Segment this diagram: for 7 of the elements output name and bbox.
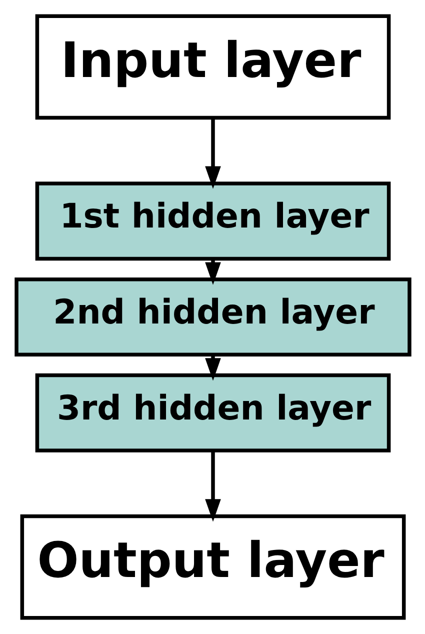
arrow bbox=[204, 118, 220, 189]
node-box: Input layer bbox=[34, 14, 390, 120]
node-box: 1st hidden layer bbox=[34, 182, 390, 261]
arrow bbox=[204, 451, 220, 522]
node-box: 3rd hidden layer bbox=[34, 373, 390, 452]
node-box: Output layer bbox=[20, 514, 406, 620]
node-box: 2nd hidden layer bbox=[14, 278, 411, 356]
